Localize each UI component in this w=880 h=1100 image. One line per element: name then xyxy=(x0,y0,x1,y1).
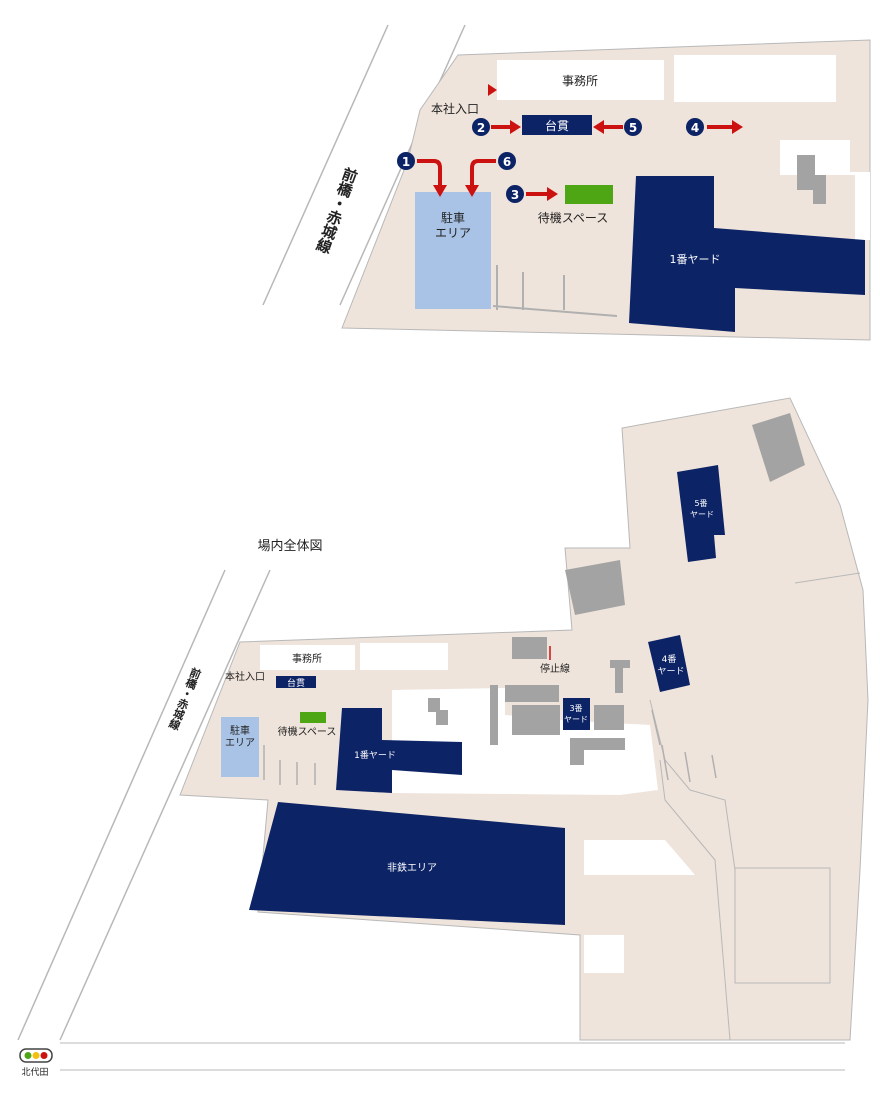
detail-parking-label-2: エリア xyxy=(435,226,471,240)
overview-road-label: 前橋・赤城線 xyxy=(166,664,204,732)
detail-parking-stalls xyxy=(492,265,618,317)
detail-office-box xyxy=(497,60,664,100)
overview-nonferrous-label: 非鉄エリア xyxy=(387,861,437,874)
overview-road-name: 前橋・赤城線 xyxy=(166,664,204,732)
detail-parking-area xyxy=(415,192,491,309)
step-4-circle-icon xyxy=(686,118,704,136)
step-5-arrowhead-icon xyxy=(593,120,604,134)
overview-entrance-label: 本社入口 xyxy=(225,670,265,683)
step-3-circle-icon xyxy=(506,185,524,203)
step-1-circle-icon xyxy=(397,152,415,170)
overview-yard3 xyxy=(563,698,590,730)
overview-grey-building-9 xyxy=(594,705,624,730)
step-5-number: 5 xyxy=(629,121,637,135)
overview-waiting-label: 待機スペース xyxy=(278,725,337,738)
overview-parking-label-1: 駐車 xyxy=(230,724,250,737)
detail-building-white xyxy=(674,55,836,102)
step-2-number: 2 xyxy=(477,121,485,135)
overview-grey-building-10 xyxy=(570,738,625,765)
overview-map: 場内全体図 xyxy=(17,397,869,1078)
overview-yard5-label-2: ヤード xyxy=(690,510,714,519)
detail-road-edge-left xyxy=(262,24,389,306)
detail-map: 事務所 本社入口 台貫 2 5 4 駐車 エリア 1 xyxy=(262,24,871,341)
overview-building-white-small xyxy=(584,935,624,973)
detail-entrance-label: 本社入口 xyxy=(431,101,479,116)
overview-station-label: 北代田 xyxy=(21,1067,48,1078)
step-3-arrowhead-icon xyxy=(547,187,558,201)
overview-building-white-lower xyxy=(584,840,695,875)
entrance-triangle-icon xyxy=(488,84,497,96)
step-1-number: 1 xyxy=(402,155,410,169)
detail-yard1 xyxy=(629,176,865,332)
overview-grey-building-5 xyxy=(428,698,448,725)
overview-road-edge-left xyxy=(17,569,226,1041)
overview-grey-building-8 xyxy=(512,705,560,735)
step-6-circle-icon xyxy=(498,152,516,170)
detail-waiting-label: 待機スペース xyxy=(538,210,609,225)
overview-internal-lines xyxy=(622,572,861,1041)
detail-building-grey xyxy=(797,155,826,204)
overview-yard5 xyxy=(677,465,725,562)
step-3-number: 3 xyxy=(511,188,519,202)
step-2-arrowhead-icon xyxy=(510,120,521,134)
step-1-arrow-icon xyxy=(417,159,442,186)
overview-yard4-label-1: 4番 xyxy=(662,653,677,665)
overview-yard1-label: 1番ヤード xyxy=(354,749,396,761)
overview-parking-label-2: エリア xyxy=(225,738,255,749)
overview-yard1 xyxy=(336,708,462,793)
overview-office-label: 事務所 xyxy=(292,652,322,665)
overview-parking-area xyxy=(221,717,259,777)
overview-grey-buildings xyxy=(428,413,805,765)
overview-scale-box xyxy=(276,676,316,688)
overview-grey-building-4 xyxy=(610,660,630,693)
step-4-arrowhead-icon xyxy=(732,120,743,134)
overview-nonferrous-area xyxy=(249,802,565,925)
overview-yard4 xyxy=(648,635,690,692)
overview-grey-building-1 xyxy=(752,413,805,482)
detail-parking-label-1: 駐車 xyxy=(441,210,465,225)
overview-building-white-1 xyxy=(360,643,448,670)
overview-yard5-label-1: 5番 xyxy=(694,498,707,508)
overview-grey-building-3 xyxy=(512,637,547,659)
overview-title: 場内全体図 xyxy=(257,538,322,554)
traffic-light-icon xyxy=(19,1048,53,1063)
detail-scale-label: 台貫 xyxy=(545,118,569,133)
detail-yard1-label: 1番ヤード xyxy=(670,253,721,266)
step-6-arrowhead-icon xyxy=(465,185,479,197)
step-5-circle-icon xyxy=(624,118,642,136)
step-1-arrowhead-icon xyxy=(433,185,447,197)
overview-parking-stalls xyxy=(263,709,717,785)
step-4-number: 4 xyxy=(691,121,699,135)
detail-office-label: 事務所 xyxy=(562,74,598,88)
overview-stop-line-label: 停止線 xyxy=(540,662,570,675)
step-6-arrow-icon xyxy=(470,159,496,186)
overview-waiting-space xyxy=(300,712,326,723)
step-6-number: 6 xyxy=(503,155,511,169)
detail-waiting-space xyxy=(565,185,613,204)
overview-scale-label: 台貫 xyxy=(287,677,305,689)
overview-office-box xyxy=(260,645,355,670)
detail-scale-box xyxy=(522,115,592,135)
overview-grey-building-2 xyxy=(565,560,625,615)
overview-yard4-label-2: ヤード xyxy=(657,667,684,677)
step-2-circle-icon xyxy=(472,118,490,136)
overview-grey-building-7 xyxy=(505,685,559,702)
overview-yard3-label-2: ヤード xyxy=(564,715,588,724)
overview-road-edge-right xyxy=(59,569,271,1041)
overview-grey-building-6 xyxy=(490,685,498,745)
overview-yard3-label-1: 3番 xyxy=(569,703,582,713)
